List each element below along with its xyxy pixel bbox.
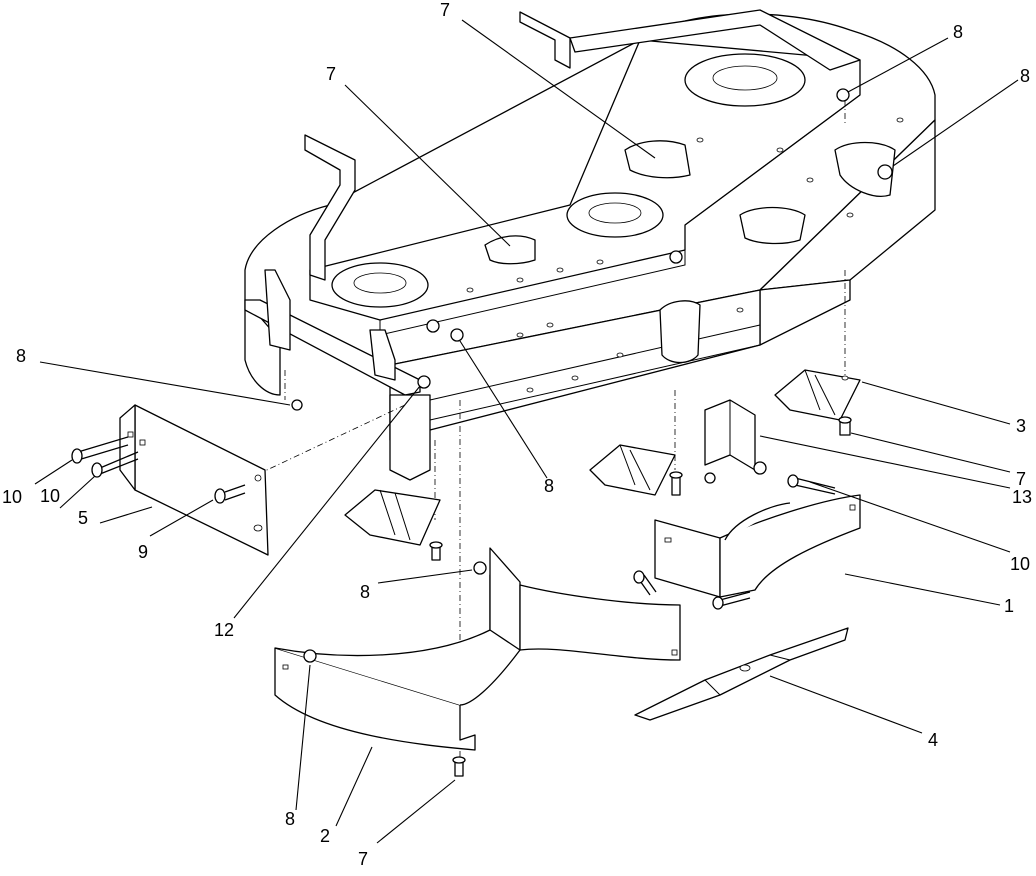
callout-7-upper-left: 7 <box>326 64 336 84</box>
blade-shield-3 <box>739 206 806 245</box>
leader-lines <box>34 19 1019 844</box>
callout-10-left-a: 10 <box>2 487 22 507</box>
deck-holes <box>466 117 904 393</box>
callout-8-right: 8 <box>1020 66 1030 86</box>
part-10-bolt-c <box>794 477 836 495</box>
callout-3: 3 <box>1016 416 1026 436</box>
front-left-corner <box>389 394 431 481</box>
callout-7-right: 7 <box>1016 469 1026 489</box>
callout-1: 1 <box>1004 596 1014 616</box>
blade-shield-1 <box>624 140 691 179</box>
callout-8-lower: 8 <box>360 582 370 602</box>
callout-7-top: 7 <box>440 0 450 20</box>
callout-12: 12 <box>214 620 234 640</box>
callout-9: 9 <box>138 542 148 562</box>
callout-8-left: 8 <box>16 346 26 366</box>
deck-left-skirt <box>244 299 281 396</box>
deck-nuts <box>417 88 893 389</box>
callout-7-bottom: 7 <box>358 849 368 869</box>
callout-8-bottom: 8 <box>285 809 295 829</box>
part-9-bolt <box>224 484 246 501</box>
part-1-right-baffle <box>654 474 861 610</box>
callout-13: 13 <box>1012 487 1032 507</box>
blade-shield-5 <box>659 300 701 364</box>
callout-8-center: 8 <box>544 476 554 496</box>
mower-deck <box>244 9 936 481</box>
left-hitch-arm <box>304 134 356 281</box>
part-2-left-baffle <box>274 547 681 751</box>
nut-8-left <box>291 399 303 411</box>
part-4-blade <box>634 627 849 721</box>
callout-8-top-right: 8 <box>953 22 963 42</box>
callout-2: 2 <box>320 826 330 846</box>
part-3-mount-brackets <box>344 369 861 777</box>
rear-hitch-bracket <box>519 11 571 69</box>
callout-10-right: 10 <box>1010 554 1030 574</box>
deck-front-right-skirt <box>759 279 851 346</box>
callout-10-left-b: 10 <box>40 486 60 506</box>
part-10-bolt-b <box>99 451 139 475</box>
callout-5: 5 <box>78 508 88 528</box>
part-5-side-plate <box>71 399 303 556</box>
part-10-bolt-a <box>77 436 129 461</box>
callout-4: 4 <box>928 730 938 750</box>
part-13-angle-bracket <box>704 399 767 484</box>
